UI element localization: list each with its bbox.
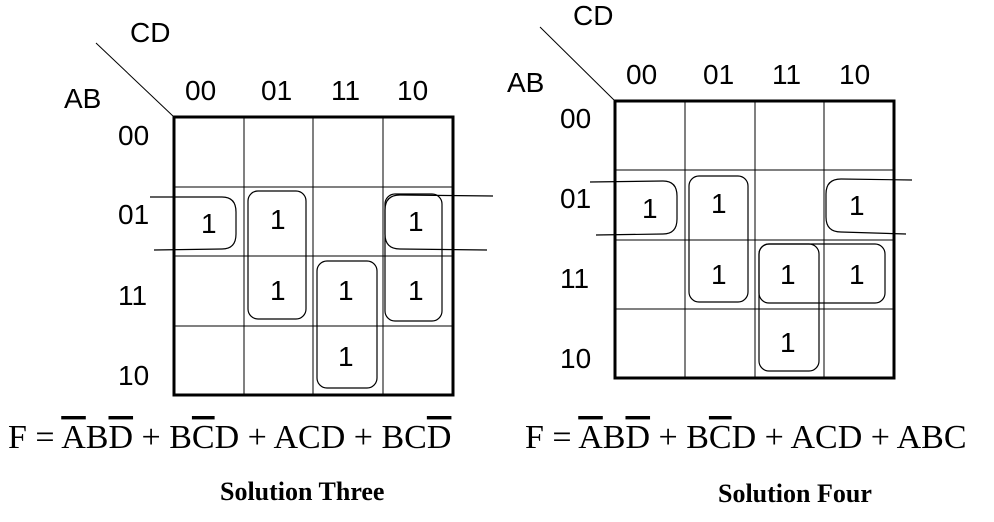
caption-solution-three: Solution Three bbox=[220, 477, 384, 506]
equation-solution-three: F = ABD + BCD + ACD + BCD bbox=[8, 419, 451, 456]
row-label-00: 00 bbox=[118, 120, 149, 151]
literal: D bbox=[321, 419, 346, 456]
cell-r1-c0: 1 bbox=[642, 193, 658, 224]
literal-complemented: D bbox=[108, 419, 133, 456]
cell-r1-c0: 1 bbox=[201, 208, 217, 239]
equation-lhs: F bbox=[8, 419, 27, 456]
group-loop-col11 bbox=[758, 243, 820, 372]
literal-complemented: C bbox=[709, 419, 732, 456]
row-var-label: AB bbox=[64, 83, 101, 114]
row-label-11: 11 bbox=[560, 263, 589, 294]
kmap-corner-diagonal bbox=[95, 42, 175, 118]
equation-plus: + bbox=[239, 419, 273, 456]
cell-r2-c2: 1 bbox=[338, 275, 354, 306]
literal-complemented: A bbox=[578, 419, 603, 456]
equation-plus: + bbox=[345, 419, 381, 456]
equation-plus: + bbox=[756, 419, 790, 456]
kmap-solution-four: CD AB 00 01 11 10 00 01 11 10 1 1 1 1 1 … bbox=[507, 0, 967, 508]
col-label-00: 00 bbox=[626, 59, 657, 90]
cell-r2-c2: 1 bbox=[780, 259, 796, 290]
literal: D bbox=[215, 419, 240, 456]
cell-r1-c3: 1 bbox=[408, 206, 424, 237]
literal: A bbox=[897, 419, 922, 456]
equation-plus: + bbox=[133, 419, 169, 456]
row-label-10: 10 bbox=[560, 343, 591, 374]
literal: A bbox=[273, 419, 298, 456]
literal: C bbox=[298, 419, 321, 456]
wraparound-loop-right bbox=[825, 178, 913, 235]
cell-r2-c1: 1 bbox=[270, 275, 286, 306]
literal: B bbox=[86, 419, 109, 456]
literal-complemented: C bbox=[192, 419, 215, 456]
literal: B bbox=[381, 419, 404, 456]
cell-ones: 1 1 1 1 1 1 1 bbox=[642, 188, 865, 358]
group-loop-col10 bbox=[384, 193, 443, 322]
col-var-label: CD bbox=[573, 0, 613, 31]
literal: A bbox=[790, 419, 815, 456]
equation-plus: + bbox=[650, 419, 686, 456]
cell-r1-c3: 1 bbox=[849, 190, 865, 221]
row-label-01: 01 bbox=[560, 183, 591, 214]
equation-lhs: F bbox=[525, 419, 544, 456]
equation-plus: + bbox=[862, 419, 896, 456]
equation-equals: = bbox=[27, 419, 61, 456]
literal-complemented: A bbox=[61, 419, 86, 456]
literal-complemented: D bbox=[625, 419, 650, 456]
caption-solution-four: Solution Four bbox=[718, 479, 872, 508]
grouping-loops bbox=[150, 190, 494, 389]
literal: C bbox=[404, 419, 427, 456]
wraparound-loop-left bbox=[150, 196, 237, 251]
col-label-01: 01 bbox=[703, 59, 734, 90]
kmap-grid bbox=[613, 99, 896, 380]
literal: B bbox=[921, 419, 944, 456]
equation-equals: = bbox=[544, 419, 578, 456]
row-label-11: 11 bbox=[118, 280, 147, 311]
col-var-label: CD bbox=[130, 17, 170, 48]
col-label-11: 11 bbox=[772, 59, 801, 90]
grouping-loops bbox=[589, 175, 913, 372]
literal-complemented: D bbox=[427, 419, 452, 456]
kmap-solution-three: CD AB 00 01 11 10 00 01 11 10 1 1 1 1 1 … bbox=[8, 17, 494, 506]
equation-solution-four: F = ABD + BCD + ACD + ABC bbox=[525, 419, 967, 456]
cell-r3-c2: 1 bbox=[780, 327, 796, 358]
wraparound-loop-right bbox=[384, 194, 494, 251]
col-label-10: 10 bbox=[397, 75, 428, 106]
kmap-corner-diagonal bbox=[539, 26, 616, 102]
literal: D bbox=[838, 419, 863, 456]
row-label-00: 00 bbox=[560, 103, 591, 134]
kmap-grid bbox=[172, 115, 455, 397]
cell-r2-c3: 1 bbox=[849, 259, 865, 290]
col-label-10: 10 bbox=[839, 59, 870, 90]
cell-r1-c1: 1 bbox=[711, 188, 727, 219]
cell-ones: 1 1 1 1 1 1 1 bbox=[201, 204, 424, 372]
cell-r2-c3: 1 bbox=[408, 275, 424, 306]
cell-r3-c2: 1 bbox=[338, 341, 354, 372]
cell-r1-c1: 1 bbox=[270, 204, 286, 235]
group-loop-col01 bbox=[688, 175, 749, 303]
group-loop-col11 bbox=[316, 260, 378, 389]
literal: B bbox=[686, 419, 709, 456]
cell-r2-c1: 1 bbox=[711, 259, 727, 290]
row-label-01: 01 bbox=[118, 199, 149, 230]
literal: C bbox=[815, 419, 838, 456]
row-label-10: 10 bbox=[118, 360, 149, 391]
literal: D bbox=[732, 419, 757, 456]
col-label-00: 00 bbox=[185, 75, 216, 106]
row-var-label: AB bbox=[507, 67, 544, 98]
col-label-01: 01 bbox=[261, 75, 292, 106]
literal: B bbox=[169, 419, 192, 456]
literal: C bbox=[944, 419, 967, 456]
group-loop-col01 bbox=[247, 190, 307, 320]
wraparound-loop-left bbox=[589, 180, 678, 236]
literal: B bbox=[603, 419, 626, 456]
group-loop-row11-right bbox=[758, 243, 886, 304]
col-label-11: 11 bbox=[331, 75, 360, 106]
